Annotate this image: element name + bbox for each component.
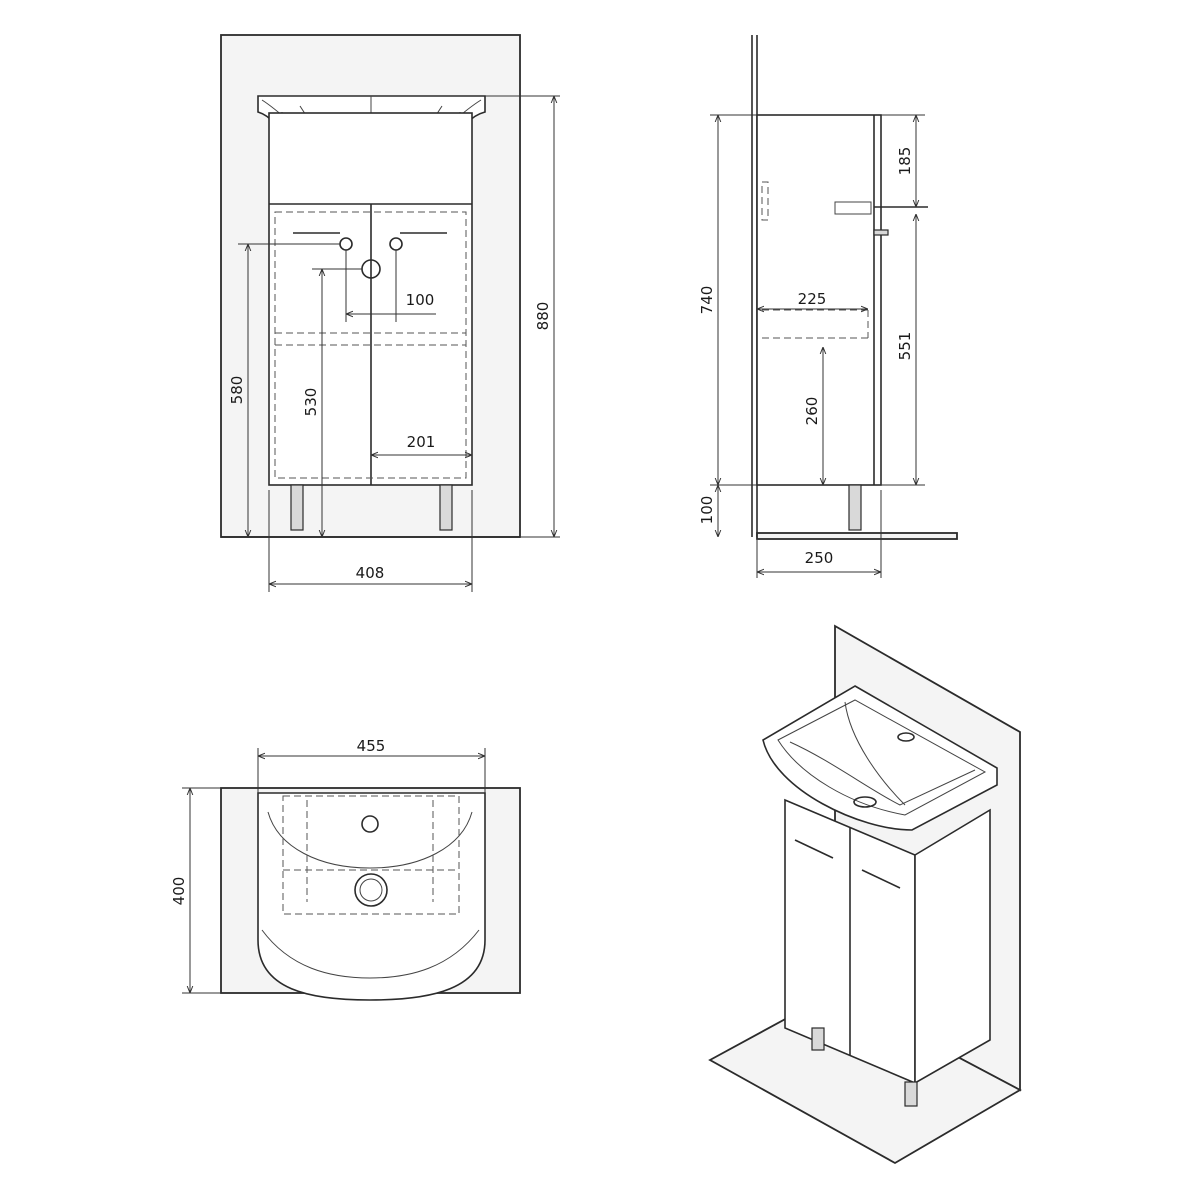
iso-front-left-leg (811, 1027, 825, 1051)
side-shelf-depth-label: 225 (798, 290, 827, 308)
top-tap-hole (361, 815, 379, 833)
isometric-view (708, 624, 1022, 1165)
front-cabinet (268, 112, 473, 531)
front-height-label: 880 (534, 302, 552, 331)
side-drain-pipe (834, 201, 872, 215)
side-view: 740 100 250 225 185 551 260 (698, 35, 958, 578)
front-inlet-spacing-label: 100 (406, 291, 435, 309)
side-pipe-height-label: 551 (896, 332, 914, 361)
top-dimensions: 455 400 (170, 737, 486, 994)
front-view: 880 580 530 100 201 408 (220, 34, 560, 592)
top-depth-label: 400 (170, 877, 188, 906)
side-shelf-height-label: 260 (803, 397, 821, 426)
side-leg-height-label: 100 (698, 496, 716, 525)
top-drain-hole (354, 873, 388, 907)
iso-tap-hole (897, 732, 915, 742)
side-top-offset-label: 185 (896, 147, 914, 176)
side-floor (756, 532, 958, 540)
iso-basin-drain (853, 796, 877, 808)
side-dimensions: 740 100 250 225 185 551 260 (698, 114, 925, 578)
iso-front-right-leg (904, 1081, 918, 1107)
iso-right-door-handle (861, 869, 901, 889)
side-leg (848, 484, 862, 531)
front-drain-height-label: 580 (228, 376, 246, 405)
side-height-label: 740 (698, 286, 716, 315)
iso-cabinet-side (914, 808, 991, 1085)
front-left-leg (290, 484, 304, 531)
front-width-label: 408 (356, 564, 385, 582)
front-inlet-height-label: 530 (302, 388, 320, 417)
iso-basin (762, 685, 998, 831)
side-cabinet (756, 114, 928, 531)
side-depth-label: 250 (805, 549, 834, 567)
front-right-leg (439, 484, 453, 531)
iso-left-door-handle (794, 839, 834, 859)
front-dimensions: 880 580 530 100 201 408 (228, 95, 560, 592)
top-view: 455 400 (170, 737, 521, 1001)
top-width-label: 455 (357, 737, 386, 755)
front-half-width-label: 201 (407, 433, 436, 451)
top-basin-outline (257, 792, 486, 1001)
